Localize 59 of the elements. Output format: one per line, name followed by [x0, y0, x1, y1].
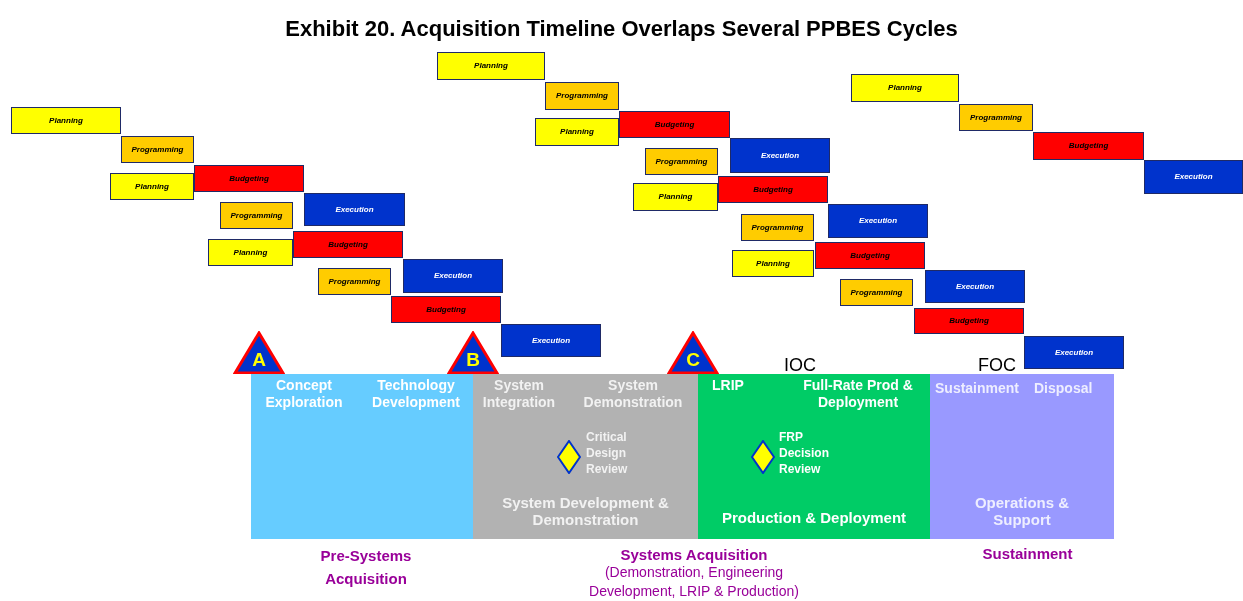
ppbes-phase-box: Budgeting [914, 308, 1024, 334]
ppbes-phase-box: Execution [730, 138, 830, 173]
ppbes-phase-box: Planning [535, 118, 619, 146]
ppbes-phase-box: Budgeting [718, 176, 828, 203]
milestone-label: FOC [978, 354, 1016, 377]
ppbes-phase-box: Programming [318, 268, 391, 295]
ppbes-phase-box: Programming [840, 279, 913, 306]
ppbes-phase-box: Execution [304, 193, 405, 226]
milestone-letter: A [251, 349, 267, 371]
ppbes-phase-box: Budgeting [194, 165, 304, 192]
ppbes-phase-box: Programming [959, 104, 1033, 131]
phase-group-label: Systems Acquisition [619, 545, 769, 565]
ppbes-phase-box: Budgeting [619, 111, 730, 138]
milestone-letter: C [685, 349, 701, 371]
review-label: FRP Decision Review [779, 429, 830, 477]
ppbes-phase-box: Planning [208, 239, 293, 266]
phase-block [930, 374, 1114, 539]
ppbes-phase-box: Execution [403, 259, 503, 293]
ppbes-phase-box: Budgeting [1033, 132, 1144, 160]
ppbes-phase-box: Programming [220, 202, 293, 229]
phase-label: LRIP [712, 377, 745, 394]
ppbes-phase-box: Planning [732, 250, 814, 277]
milestone-letter: B [465, 349, 481, 371]
phase-group-label: Pre-Systems Acquisition [319, 546, 413, 589]
ppbes-phase-box: Planning [437, 52, 545, 80]
ppbes-phase-box: Budgeting [815, 242, 925, 269]
phase-label: Technology Development [371, 377, 461, 411]
ppbes-phase-box: Execution [501, 324, 601, 357]
phase-label: System Integration [481, 377, 557, 411]
ppbes-phase-box: Programming [545, 82, 619, 110]
phase-label: Sustainment [935, 380, 1020, 397]
ppbes-phase-box: Budgeting [391, 296, 501, 323]
ppbes-phase-box: Execution [1144, 160, 1243, 194]
ppbes-phase-box: Programming [741, 214, 814, 241]
ppbes-phase-box: Planning [851, 74, 959, 102]
phase-block [698, 374, 930, 539]
phase-label: Concept Exploration [264, 377, 344, 411]
ppbes-phase-box: Programming [645, 148, 718, 175]
phase-label: Full-Rate Prod & Deployment [802, 377, 914, 411]
ppbes-phase-box: Execution [828, 204, 928, 238]
title: Exhibit 20. Acquisition Timeline Overlaps Several PPBES Cycles [284, 15, 959, 43]
phase-block [251, 374, 473, 539]
phase-block [473, 374, 698, 539]
ppbes-phase-box: Planning [633, 183, 718, 211]
phase-group-label: (Demonstration, Engineering Development, LRIP & Production) [588, 563, 800, 601]
phase-group-label: Sustainment [981, 544, 1074, 564]
ppbes-phase-box: Budgeting [293, 231, 403, 258]
ppbes-phase-box: Execution [925, 270, 1025, 303]
phase-label: Production & Deployment [720, 509, 908, 526]
ppbes-phase-box: Programming [121, 136, 194, 163]
phase-label: Disposal [1034, 380, 1094, 397]
review-label: Critical Design Review [586, 429, 629, 477]
phase-label: System Development & Demonstration [501, 494, 670, 528]
milestone-label: IOC [784, 354, 816, 377]
ppbes-phase-box: Planning [11, 107, 121, 134]
phase-label: Operations & Support [973, 494, 1071, 528]
ppbes-phase-box: Execution [1024, 336, 1124, 369]
ppbes-phase-box: Planning [110, 173, 194, 200]
phase-label: System Demonstration [582, 377, 684, 411]
